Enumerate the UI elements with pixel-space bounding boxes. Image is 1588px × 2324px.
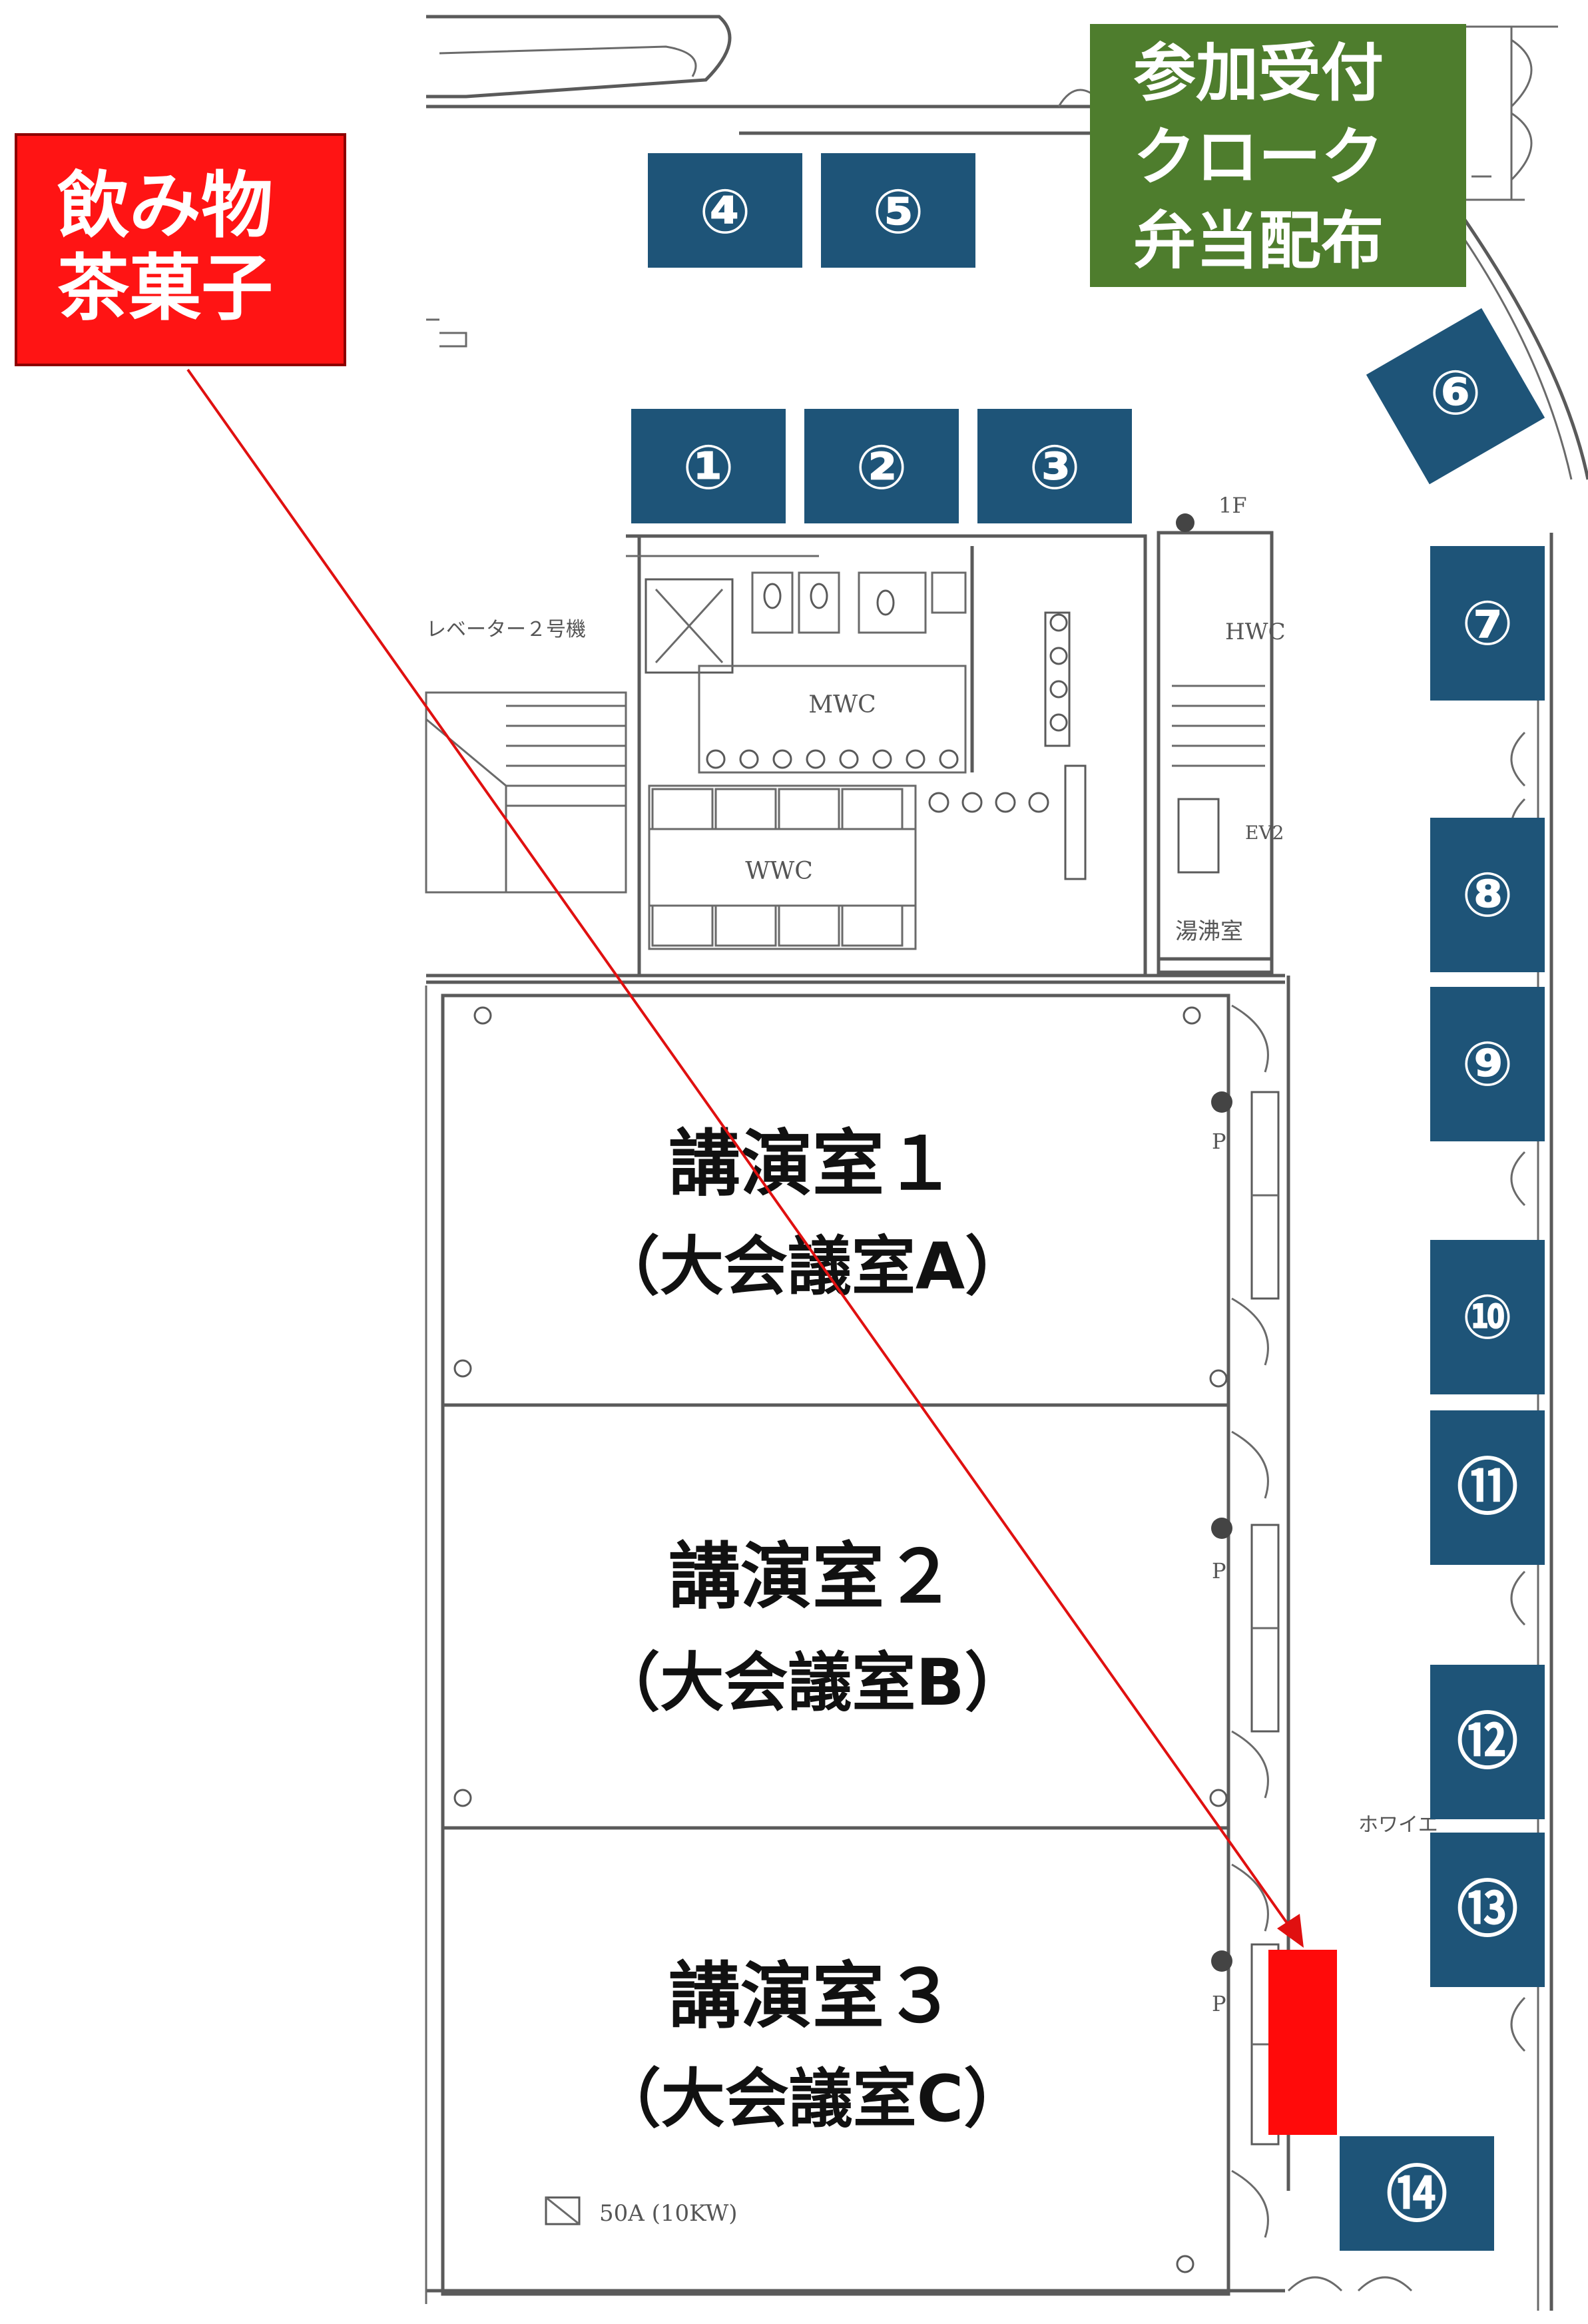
kitchen-label: 湯沸室: [1175, 918, 1243, 945]
reception-line-3: 弁当配布: [1133, 205, 1384, 278]
lecture-rooms: P P P ホワイエ 50A (10KW) 講演室１ （大会議室A） 講演室２ …: [425, 533, 1553, 2311]
mwc-label: MWC: [808, 691, 876, 719]
restroom-core: レベーター２号機 MWC WWC: [425, 493, 1286, 978]
refreshments-line-1: 飲み物: [57, 164, 274, 248]
booth-5-label: ⑤: [872, 176, 924, 248]
booth-6[interactable]: [1366, 308, 1545, 485]
booth-4[interactable]: [648, 153, 802, 268]
booth-1-label: ①: [682, 432, 734, 503]
refreshments-line-2: 茶菓子: [57, 247, 274, 330]
booth-13[interactable]: [1430, 1833, 1545, 1987]
foyer-label: ホワイエ: [1358, 1813, 1438, 1837]
reception-line-1: 参加受付: [1133, 37, 1384, 110]
booth-8-label: ⑧: [1461, 860, 1513, 931]
booth-1[interactable]: [631, 409, 786, 523]
p-label-3: P: [1212, 1991, 1226, 2016]
booth-12[interactable]: [1430, 1665, 1545, 1819]
p-label-2: P: [1212, 1558, 1226, 1584]
elevator-label: レベーター２号機: [426, 618, 586, 641]
sink-column: [1049, 613, 1068, 732]
toilet-stalls-wwc: [651, 788, 904, 947]
room-2-subtitle: （大会議室B）: [596, 1645, 1028, 1720]
booth-11-label: ⑪: [1457, 1452, 1518, 1524]
p-label-1: P: [1212, 1129, 1226, 1154]
booth-2-label: ②: [856, 432, 908, 503]
partition-storage: P P P: [1211, 1091, 1280, 2146]
booth-14[interactable]: [1340, 2136, 1494, 2251]
power-label: 50A (10KW): [599, 2200, 738, 2227]
booths: ④ ⑤ ① ② ③ ⑥ ⑦ ⑧ ⑨ ⑩ ⑪ ⑫ ⑬ ⑭: [631, 153, 1545, 2251]
booth-9[interactable]: [1430, 987, 1545, 1141]
booth-7[interactable]: [1430, 546, 1545, 701]
room-3-subtitle: （大会議室C）: [597, 2062, 1027, 2136]
room-2-title: 講演室２: [668, 1536, 956, 1619]
wwc-sinks: [928, 792, 1049, 813]
hwc-label: HWC: [1225, 619, 1286, 645]
room-3-title: 講演室３: [668, 1955, 956, 2038]
urinal-row: [706, 749, 959, 769]
service-stairs: [1172, 685, 1265, 767]
booth-6-label: ⑥: [1430, 358, 1481, 429]
booth-3[interactable]: [977, 409, 1132, 523]
reception-line-2: クローク: [1133, 121, 1384, 194]
refreshments-label: 飲み物 茶菓子: [15, 133, 346, 366]
reception-label: 参加受付 クローク 弁当配布: [1090, 24, 1466, 287]
booth-8[interactable]: [1430, 818, 1545, 972]
booth-14-label: ⑭: [1386, 2160, 1448, 2231]
entrance-area: [426, 15, 1588, 480]
door-swings: [1231, 731, 1526, 2292]
booth-7-label: ⑦: [1461, 588, 1513, 659]
staircase: [425, 691, 627, 894]
booth-5[interactable]: [821, 153, 975, 268]
room-1-subtitle: （大会議室A）: [596, 1229, 1029, 1304]
booth-4-label: ④: [699, 176, 751, 248]
arrow-head-icon: [1277, 1914, 1304, 1948]
booth-3-label: ③: [1029, 432, 1081, 503]
floor-label: 1F: [1218, 493, 1247, 518]
room-1-title: 講演室１: [668, 1123, 956, 1206]
booth-11[interactable]: [1430, 1410, 1545, 1565]
ev-label: EV2: [1245, 822, 1284, 844]
booth-12-label: ⑫: [1457, 1707, 1518, 1778]
column-markers: [453, 1006, 1228, 2273]
toilet-stalls-top: [751, 571, 967, 634]
booth-13-label: ⑬: [1457, 1875, 1518, 1946]
pointer-arrow: [186, 368, 1304, 1948]
wwc-label: WWC: [745, 858, 813, 885]
refreshment-table[interactable]: [1268, 1950, 1337, 2135]
booth-10[interactable]: [1430, 1240, 1545, 1394]
booth-9-label: ⑨: [1461, 1029, 1513, 1100]
booth-10-label: ⑩: [1461, 1282, 1513, 1353]
booth-2[interactable]: [804, 409, 959, 523]
